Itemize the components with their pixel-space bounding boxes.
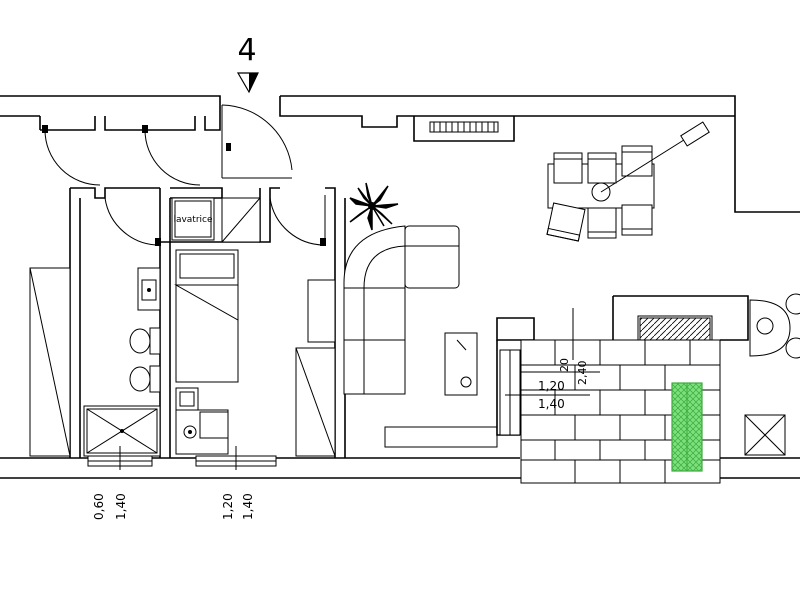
round-table xyxy=(749,293,800,359)
dining-area xyxy=(546,121,710,242)
dim-terrace-top-a: 20 xyxy=(558,358,571,372)
door-1 xyxy=(42,125,101,186)
living-room xyxy=(343,121,499,448)
terrace-block: 20 2,40 1,20 1,40 xyxy=(496,295,749,484)
laundry-room: lavatrice xyxy=(171,197,261,243)
section-marker: 4 xyxy=(236,33,259,94)
section-marker-label: 4 xyxy=(237,33,256,68)
window-dimensions: 0,60 1,40 1,20 1,40 xyxy=(92,493,255,520)
tv-unit xyxy=(384,426,498,448)
outdoor-area xyxy=(744,293,800,456)
single-bed xyxy=(175,249,239,383)
toilet xyxy=(129,327,161,355)
door-bedroom xyxy=(269,195,326,246)
bidet xyxy=(129,365,161,393)
laundry-label: lavatrice xyxy=(173,215,213,225)
door-bath xyxy=(104,195,161,246)
dim-terrace-mid-a: 1,20 xyxy=(538,379,565,393)
sectional-sofa xyxy=(343,225,460,395)
pendant-lamp xyxy=(591,121,710,202)
bathroom xyxy=(83,267,161,457)
wardrobes xyxy=(29,267,336,457)
radiator xyxy=(429,121,499,133)
door-2 xyxy=(142,125,201,186)
doors xyxy=(42,104,326,246)
shower-tray xyxy=(83,405,161,457)
dim-window-bedroom-width: 1,20 xyxy=(221,493,235,520)
desk-monitor xyxy=(199,411,229,439)
dim-window-bath-height: 1,40 xyxy=(114,493,128,520)
coffee-table xyxy=(444,332,478,396)
bedroom xyxy=(174,249,239,455)
dim-window-bath-width: 0,60 xyxy=(92,493,106,520)
dim-terrace-top-b: 2,40 xyxy=(576,361,589,386)
dim-window-bedroom-height: 1,40 xyxy=(241,493,255,520)
door-entrance xyxy=(221,104,293,179)
dim-terrace-mid-b: 1,40 xyxy=(538,397,565,411)
outdoor-cabinet xyxy=(744,414,786,456)
desk-chair xyxy=(175,387,199,411)
nightstand xyxy=(307,279,336,343)
section-arrow-fill-icon xyxy=(249,73,258,92)
windows xyxy=(87,446,277,470)
plant-icon xyxy=(349,182,399,231)
